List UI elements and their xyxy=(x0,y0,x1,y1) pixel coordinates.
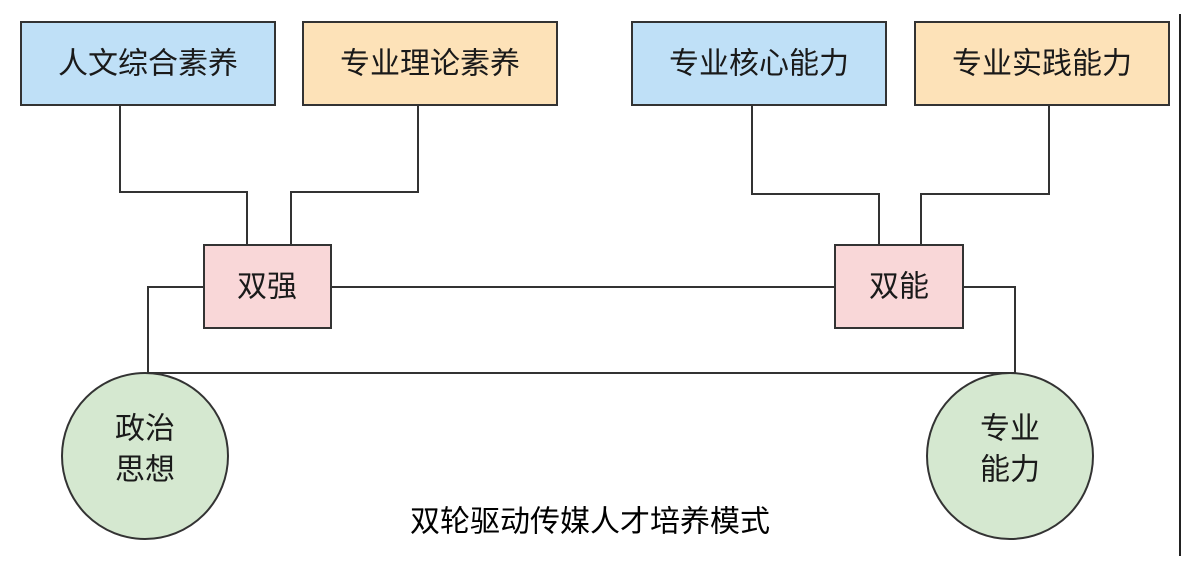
circle-politics-shape xyxy=(61,372,229,540)
middle-box-shuangqiang-rect xyxy=(203,244,332,329)
top-box-humanities-rect xyxy=(20,21,276,106)
top-box-theory-label: 专业理论素养 xyxy=(340,47,520,82)
top-box-practice: 专业实践能力 xyxy=(914,21,1170,106)
top-box-practice-label: 专业实践能力 xyxy=(952,47,1132,82)
top-box-theory: 专业理论素养 xyxy=(302,21,558,106)
top-box-humanities-label: 人文综合素养 xyxy=(58,47,238,82)
top-box-core: 专业核心能力 xyxy=(631,21,887,106)
circle-politics-line2: 思想 xyxy=(115,453,175,488)
circle-professional-shape xyxy=(926,372,1094,540)
middle-box-shuangqiang: 双强 xyxy=(203,244,332,329)
connector-practice-to-shuangneng xyxy=(920,105,1050,245)
connectors xyxy=(119,105,1050,375)
top-box-humanities: 人文综合素养 xyxy=(20,21,276,106)
circle-professional: 专业 能力 xyxy=(926,372,1094,540)
connector-theory-to-shuangqiang xyxy=(290,105,419,245)
middle-box-shuangneng: 双能 xyxy=(834,244,964,329)
connector-core-to-shuangneng xyxy=(751,105,880,245)
top-box-practice-rect xyxy=(914,21,1170,106)
circle-professional-line1: 专业 xyxy=(980,412,1040,447)
circle-politics: 政治 思想 xyxy=(61,372,229,540)
top-box-core-rect xyxy=(631,21,887,106)
connector-shuangqiang-to-politics xyxy=(147,286,204,375)
diagram-caption: 双轮驱动传媒人才培养模式 xyxy=(410,505,770,540)
connector-humanities-to-shuangqiang xyxy=(119,105,248,245)
top-box-core-label: 专业核心能力 xyxy=(669,47,849,82)
top-box-theory-rect xyxy=(302,21,558,106)
circle-professional-line2: 能力 xyxy=(980,453,1040,488)
connector-shuangneng-to-professional xyxy=(963,286,1016,375)
circle-politics-line1: 政治 xyxy=(115,412,175,447)
middle-box-shuangneng-rect xyxy=(834,244,964,329)
middle-box-shuangneng-label: 双能 xyxy=(869,270,929,305)
middle-box-shuangqiang-label: 双强 xyxy=(237,270,297,305)
